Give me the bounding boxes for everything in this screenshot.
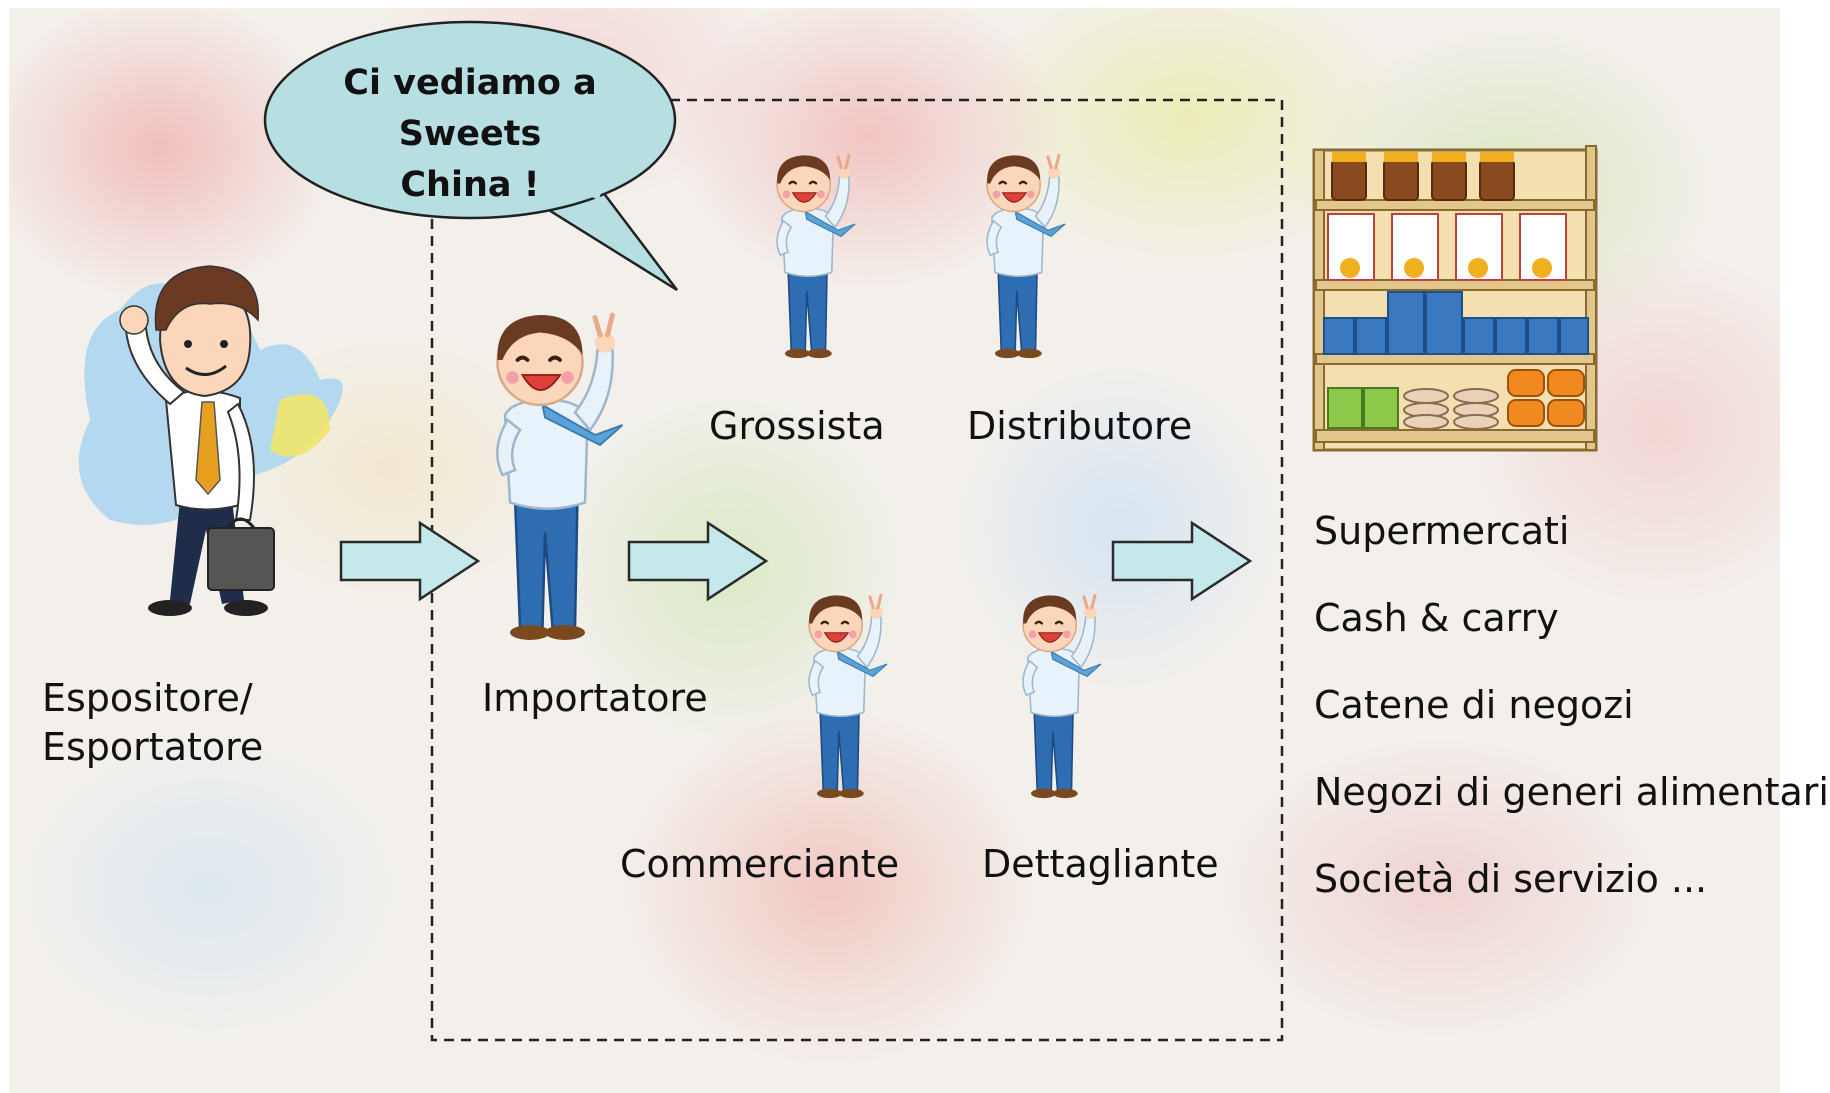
distributor-man-icon	[985, 153, 1067, 360]
retailer-man-icon	[1021, 593, 1103, 800]
speech-bubble-icon	[263, 20, 678, 292]
right-arrow-icon	[627, 520, 769, 602]
trader-label: Commerciante	[620, 842, 900, 886]
right-arrow-icon	[1111, 520, 1253, 602]
retailer-label: Dettagliante	[982, 842, 1219, 886]
channel-item: Supermercati	[1314, 509, 1570, 553]
importer-label: Importatore	[482, 676, 708, 720]
wholesaler-man-icon	[775, 153, 857, 360]
channel-item: Negozi di generi alimentari	[1314, 770, 1829, 814]
sales-channel-list: Supermercati Cash & carry Catene di nego…	[1314, 505, 1829, 940]
trader-man-icon	[807, 593, 889, 800]
businessman-icon	[78, 265, 343, 616]
right-arrow-icon	[339, 520, 481, 602]
distributor-label: Distributore	[967, 404, 1193, 448]
store-shelf-icon	[1312, 145, 1598, 452]
importer-man-icon	[497, 315, 622, 640]
exhibitor-label: Espositore/ Esportatore	[42, 674, 263, 773]
bubble-line-2: Sweets	[398, 114, 542, 154]
speech-bubble-text: Ci vediamo a Sweets China !	[300, 58, 640, 211]
bubble-line-1: Ci vediamo a	[343, 63, 597, 103]
exhibitor-label-line-2: Esportatore	[42, 725, 264, 770]
channel-item: Società di servizio ...	[1314, 857, 1708, 901]
channel-item: Cash & carry	[1314, 596, 1559, 640]
bubble-line-3: China !	[400, 165, 540, 205]
wholesaler-label: Grossista	[709, 404, 885, 448]
intermediaries-box	[430, 98, 1284, 1042]
exhibitor-label-line-1: Espositore/	[42, 676, 253, 720]
channel-item: Catene di negozi	[1314, 683, 1634, 727]
